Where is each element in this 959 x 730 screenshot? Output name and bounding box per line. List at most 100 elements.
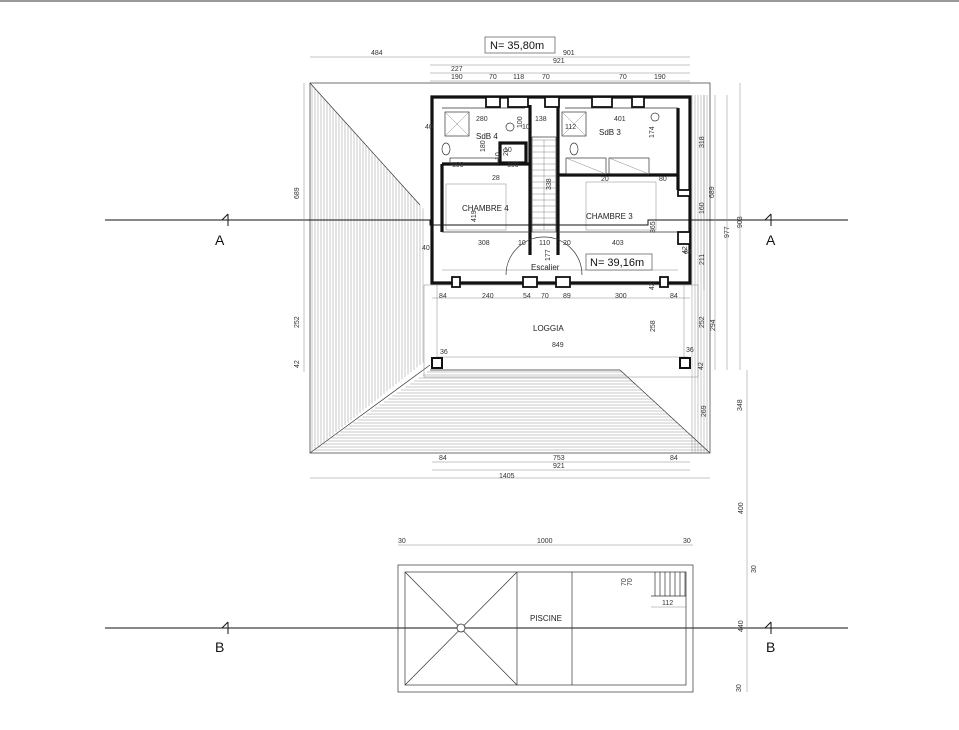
dim-label: 10 [518, 240, 526, 247]
roof-hatch-right [691, 95, 708, 453]
staircase [505, 136, 583, 276]
dim-label: 440 [738, 620, 745, 632]
dim-label: 269 [701, 405, 708, 417]
dim-label: 80 [659, 176, 667, 183]
room-label-sdb4: SdB 4 [476, 132, 498, 141]
room-label-escalier: Escalier [531, 263, 560, 272]
dim-label: 42 [649, 282, 656, 290]
dim-label: 70 [621, 578, 628, 586]
dim-label: 112 [565, 124, 576, 131]
dim-label: 110 [539, 240, 550, 247]
dim-label: 174 [649, 126, 656, 138]
dim-label: 54 [523, 293, 531, 300]
dim-label: 28 [492, 175, 500, 182]
dimension-labels-bottom: 84 753 84 921 1405 [439, 455, 678, 480]
svg-text:N= 35,80m: N= 35,80m [490, 40, 544, 52]
dim-label: 1000 [537, 538, 553, 545]
section-label-b-right: B [766, 639, 775, 655]
dim-label: 42 [698, 362, 705, 370]
dim-label: 177 [545, 249, 552, 261]
section-line-b: B B [105, 621, 848, 655]
dim-label: 42 [682, 246, 689, 254]
dim-label: 70 [542, 74, 550, 81]
dim-label: 100 [452, 162, 464, 169]
dim-label: 30 [683, 538, 691, 545]
dim-label: 294 [710, 319, 717, 331]
room-label-chambre3: CHAMBRE 3 [586, 212, 633, 221]
dim-label: 84 [670, 455, 678, 462]
dim-label: 36 [440, 349, 448, 356]
dim-label: 400 [738, 502, 745, 514]
dim-label: 100 [507, 162, 519, 169]
room-label-chambre4: CHAMBRE 4 [462, 204, 509, 213]
dim-label: 160 [699, 202, 706, 214]
dim-label: 348 [737, 399, 744, 411]
dim-label: 30 [398, 538, 406, 545]
dim-label: 40 [425, 124, 433, 131]
dim-label: 10 [495, 152, 502, 160]
dim-label: 1405 [499, 473, 515, 480]
dim-label: 318 [699, 136, 706, 148]
upper-floor-plan [423, 95, 699, 378]
bed-chambre3 [585, 181, 657, 231]
dim-label: 977 [724, 226, 731, 238]
dim-label: 42 [294, 360, 301, 368]
dim-label: 180 [480, 140, 487, 152]
dim-label: 36 [686, 347, 694, 354]
room-label-loggia: LOGGIA [533, 324, 564, 333]
dim-label: 308 [478, 240, 490, 247]
room-label-piscine: PISCINE [530, 614, 562, 623]
dim-label: 252 [294, 316, 301, 328]
dim-label: 112 [662, 600, 673, 607]
dim-label: 211 [699, 254, 706, 265]
dim-label: 84 [670, 293, 678, 300]
room-label-sdb3: SdB 3 [599, 128, 621, 137]
dim-label: 84 [684, 249, 692, 256]
dim-label: 10 [522, 124, 530, 131]
dim-label: 419 [471, 210, 478, 222]
dim-label: 280 [476, 116, 488, 123]
roof [309, 82, 711, 454]
dim-label: 190 [654, 74, 666, 81]
dim-label: 484 [371, 50, 383, 57]
dim-label: 70 [627, 578, 634, 586]
dim-label: 190 [451, 74, 463, 81]
dim-label: 689 [294, 187, 301, 199]
dim-label: 240 [482, 293, 494, 300]
dim-label: 227 [451, 66, 463, 73]
level-label-floor: N= 39,16m [585, 253, 653, 271]
shower-sdb4 [444, 111, 470, 137]
dimension-labels-left: 689 252 42 [294, 187, 301, 368]
dim-label: 338 [546, 178, 553, 190]
dim-label: 30 [736, 684, 743, 692]
level-label-top: N= 35,80m [484, 36, 556, 54]
dim-label: 100 [517, 116, 524, 128]
section-label-b-left: B [215, 639, 224, 655]
dim-label: 903 [737, 216, 744, 228]
dim-label: 365 [650, 221, 657, 233]
pool-steps [654, 572, 686, 596]
dim-label: 20 [563, 240, 571, 247]
dim-label: 89 [563, 293, 571, 300]
dim-label: 138 [535, 116, 547, 123]
dim-label: 403 [612, 240, 624, 247]
shower-sdb3 [561, 111, 587, 137]
dim-label: 118 [513, 74, 524, 81]
section-label-a-left: A [215, 232, 225, 248]
dim-label: 40 [422, 245, 430, 252]
dim-label: 252 [699, 316, 706, 328]
roof-hatch-left [311, 85, 424, 452]
dim-label: 901 [563, 50, 575, 57]
dim-label: 20 [601, 176, 609, 183]
dim-label: 84 [439, 455, 447, 462]
dim-label: 70 [619, 74, 627, 81]
dim-label: 921 [553, 463, 565, 470]
dim-label: 20 [503, 148, 510, 156]
pool-plan [397, 564, 694, 693]
roof-hatch-bottom [314, 371, 707, 451]
dimension-labels-pool: 30 1000 30 70 112 [398, 538, 691, 607]
dim-label: 401 [614, 116, 626, 123]
dimension-labels-right: 318 689 977 903 160 211 252 294 348 269 … [699, 136, 758, 692]
dim-label: 84 [439, 293, 447, 300]
